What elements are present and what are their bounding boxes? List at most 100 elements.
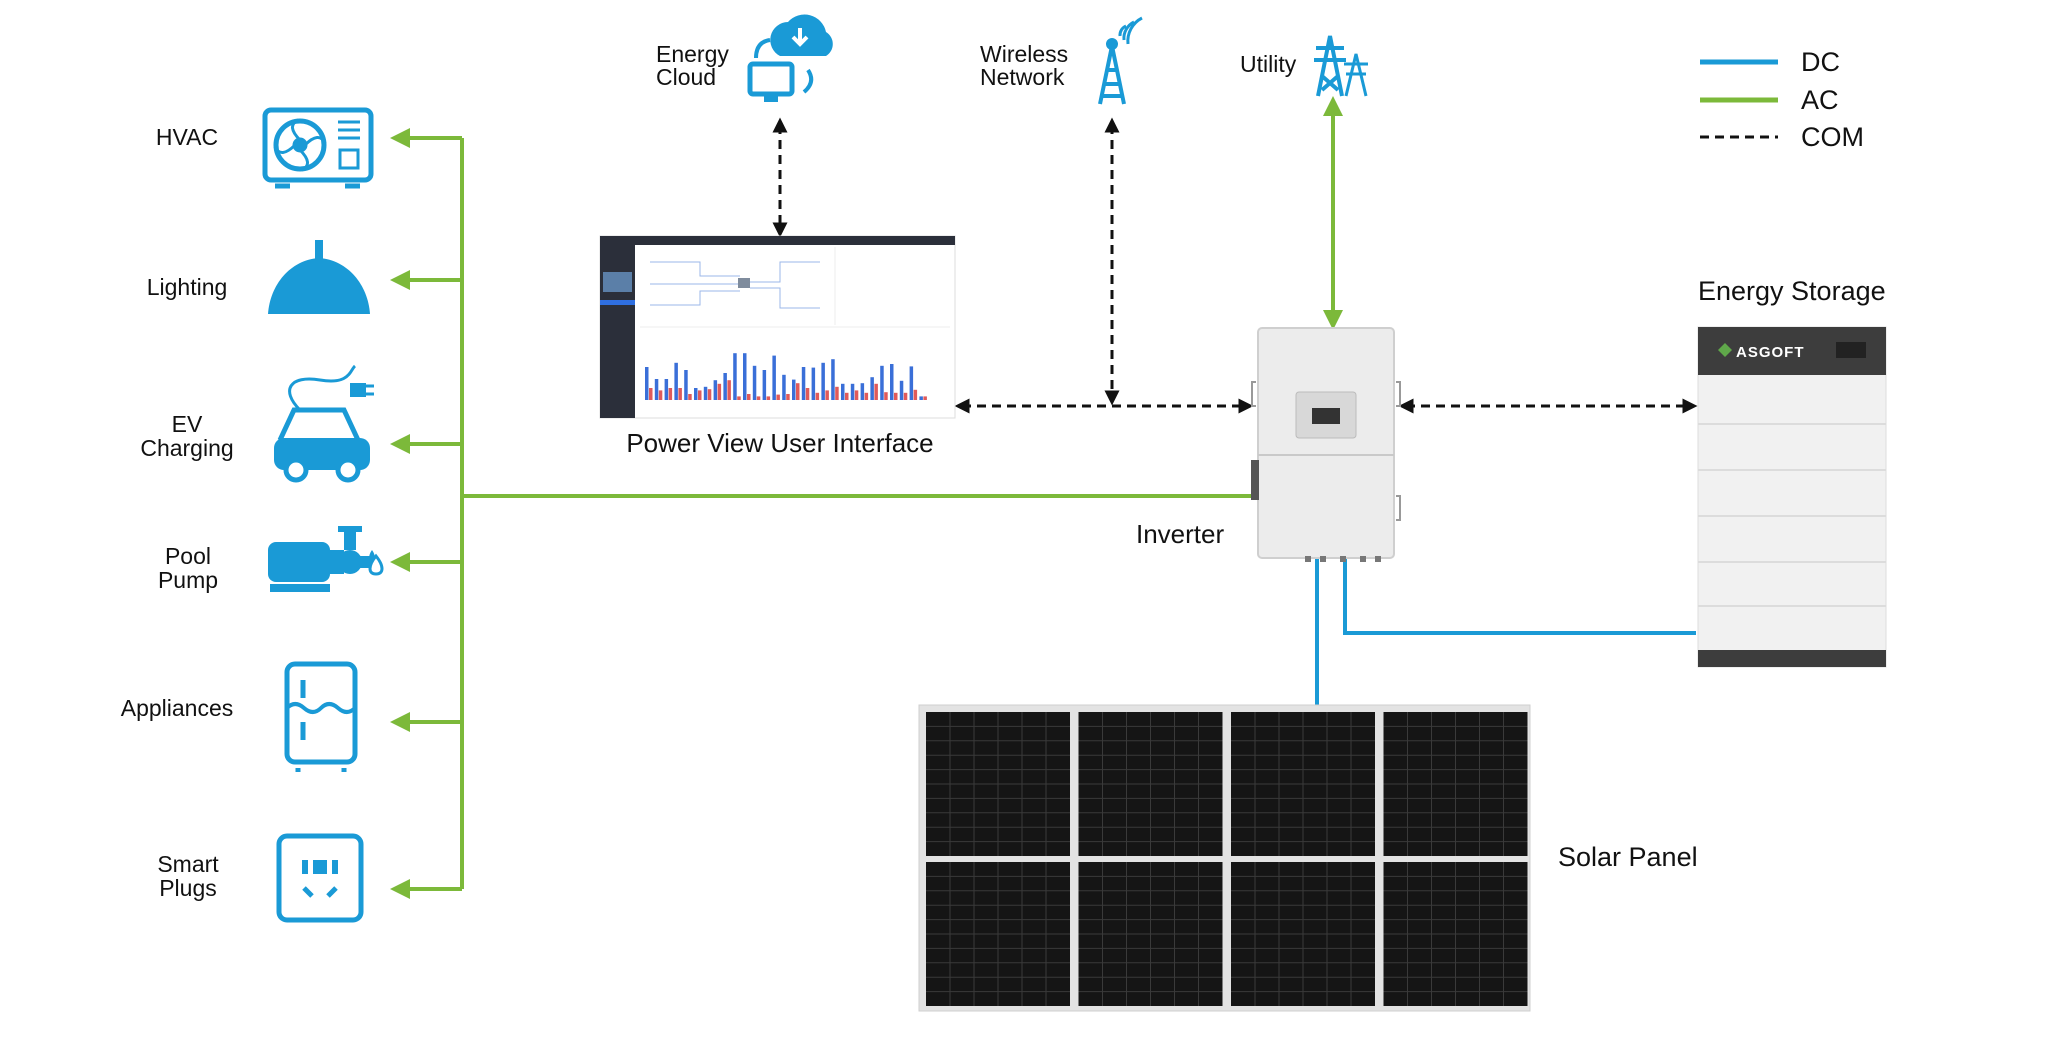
load-label-appliances: Appliances [121,695,234,721]
ui-bar-red [658,390,663,400]
energy-storage-label: Energy Storage [1698,276,1886,306]
load-label-pool-1: Pool [165,543,211,569]
ui-bar-blue [772,355,776,400]
solar-module [1383,862,1528,1006]
ui-bar-blue [909,366,914,400]
solar-panel-array [918,704,1531,1012]
ui-bar-blue [890,364,894,400]
ui-bar-red [864,392,869,400]
ui-bar-blue [733,353,737,400]
solar-panel-label: Solar Panel [1558,842,1698,872]
ui-bar-red [756,396,761,400]
com-links [772,117,1698,414]
legend-ac-label: AC [1801,85,1839,115]
ui-bar-red [786,394,790,400]
ui-bar-blue [723,373,727,400]
ui-bar-blue [841,383,845,400]
ui-bar-red [747,394,751,400]
ui-bar-red [727,380,731,400]
solar-module [926,712,1070,856]
ui-bar-red [913,389,918,400]
wireless-label-2: Network [980,64,1065,90]
solar-module [1383,712,1528,856]
ui-bar-blue [752,365,757,400]
power-view-bar-chart [645,353,927,400]
ui-bar-blue [801,367,806,400]
ui-bar-blue [831,359,835,400]
load-labels: HVAC Lighting EV Charging Pool Pump Appl… [121,124,234,901]
ui-bar-blue [850,383,855,400]
air-conditioner-icon [262,107,374,189]
legend-com-label: COM [1801,122,1864,152]
ui-bar-blue [674,362,678,400]
power-pylon-icon [1314,35,1368,97]
solar-module [1231,862,1375,1006]
ui-bar-red [688,394,692,400]
ui-bar-blue [762,370,767,400]
ui-bar-red [737,396,741,400]
battery-storage-device: ASGOFT [1697,326,1887,668]
ceiling-lamp-icon [268,240,370,314]
load-label-lighting: Lighting [147,274,228,300]
ui-bar-blue [694,388,698,400]
storage-brand: ASGOFT [1736,344,1805,361]
inverter-label: Inverter [1136,519,1224,549]
load-label-plugs-1: Smart [157,851,219,877]
ui-bar-red [854,390,859,400]
ui-bar-blue [792,379,796,400]
energy-cloud-label-2: Cloud [656,64,716,90]
wireless-label-1: Wireless [980,41,1068,67]
ui-bar-red [815,392,820,400]
ui-bar-red [776,394,780,400]
load-label-pool-2: Pump [158,567,218,593]
inverter-device [1251,327,1401,562]
cloud-computer-icon [747,14,833,102]
ui-bar-blue [664,379,669,400]
ui-bar-red [923,396,927,400]
asgoft-logo-icon [1718,343,1732,357]
ui-bar-blue [684,370,688,400]
ui-bar-red [894,392,898,400]
load-label-ev-2: Charging [140,435,233,461]
ui-bar-red [874,383,878,400]
power-view-label: Power View User Interface [626,428,933,458]
load-label-plugs-2: Plugs [159,875,217,901]
ui-bar-blue [811,367,816,400]
power-view-screenshot [599,235,956,419]
ui-bar-red [678,388,682,400]
ui-bar-red [707,389,712,400]
ui-bar-blue [645,367,649,400]
ui-bar-red [717,383,722,400]
loads [262,107,384,923]
ui-bar-blue [919,396,923,400]
legend-dc-label: DC [1801,47,1840,77]
ui-bar-blue [880,365,884,400]
ui-bar-red [903,392,908,400]
ui-bar-red [835,386,839,400]
ui-bar-blue [899,380,904,400]
solar-module [1231,712,1375,856]
ui-bar-red [698,390,702,400]
smart-plug-icon [276,833,364,923]
dc-links [1315,556,1696,706]
ui-bar-red [649,388,653,400]
wireless-tower-icon [1098,16,1143,105]
ui-bar-blue [654,379,659,400]
solar-module [1078,712,1223,856]
ui-bar-red [766,396,771,400]
ui-bar-blue [703,386,708,400]
ui-bar-red [805,388,810,400]
load-label-ev-1: EV [172,411,203,437]
ui-bar-red [845,392,849,400]
ui-bar-red [796,383,800,400]
ui-bar-red [668,388,673,400]
utility-label: Utility [1240,51,1297,77]
ui-bar-blue [821,362,825,400]
refrigerator-icon [284,661,358,772]
ac-bus [390,96,1343,899]
ui-bar-blue [743,353,747,400]
ui-bar-blue [860,383,865,400]
load-label-hvac: HVAC [156,124,218,150]
ui-bar-red [825,390,829,400]
